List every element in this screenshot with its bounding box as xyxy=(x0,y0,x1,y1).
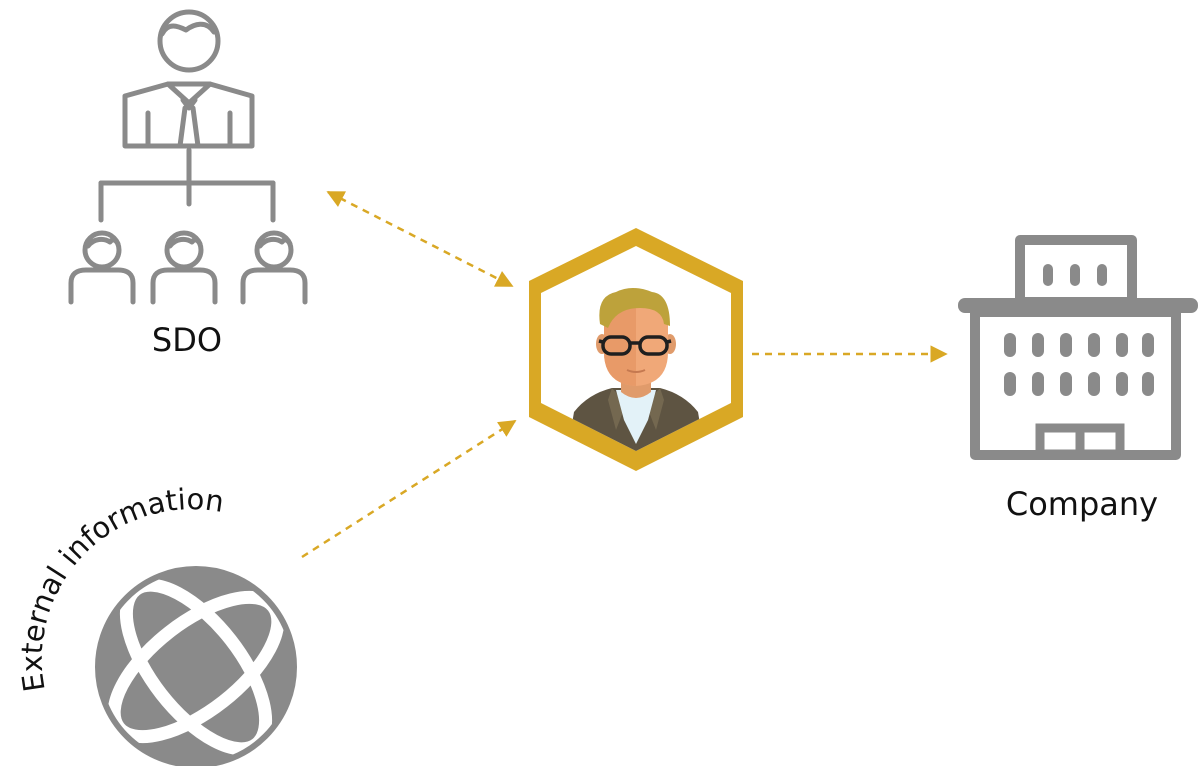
person-with-glasses-icon xyxy=(529,228,743,471)
external-to-person-arrow xyxy=(301,419,517,559)
sdo-label: SDO xyxy=(152,321,222,359)
sdo-to-person-arrow xyxy=(326,190,514,288)
company-label: Company xyxy=(1006,485,1158,523)
office-building-icon xyxy=(958,235,1198,460)
organization-chart-icon xyxy=(68,9,308,305)
connector-arrows xyxy=(301,190,948,559)
globe-icon xyxy=(95,566,297,766)
